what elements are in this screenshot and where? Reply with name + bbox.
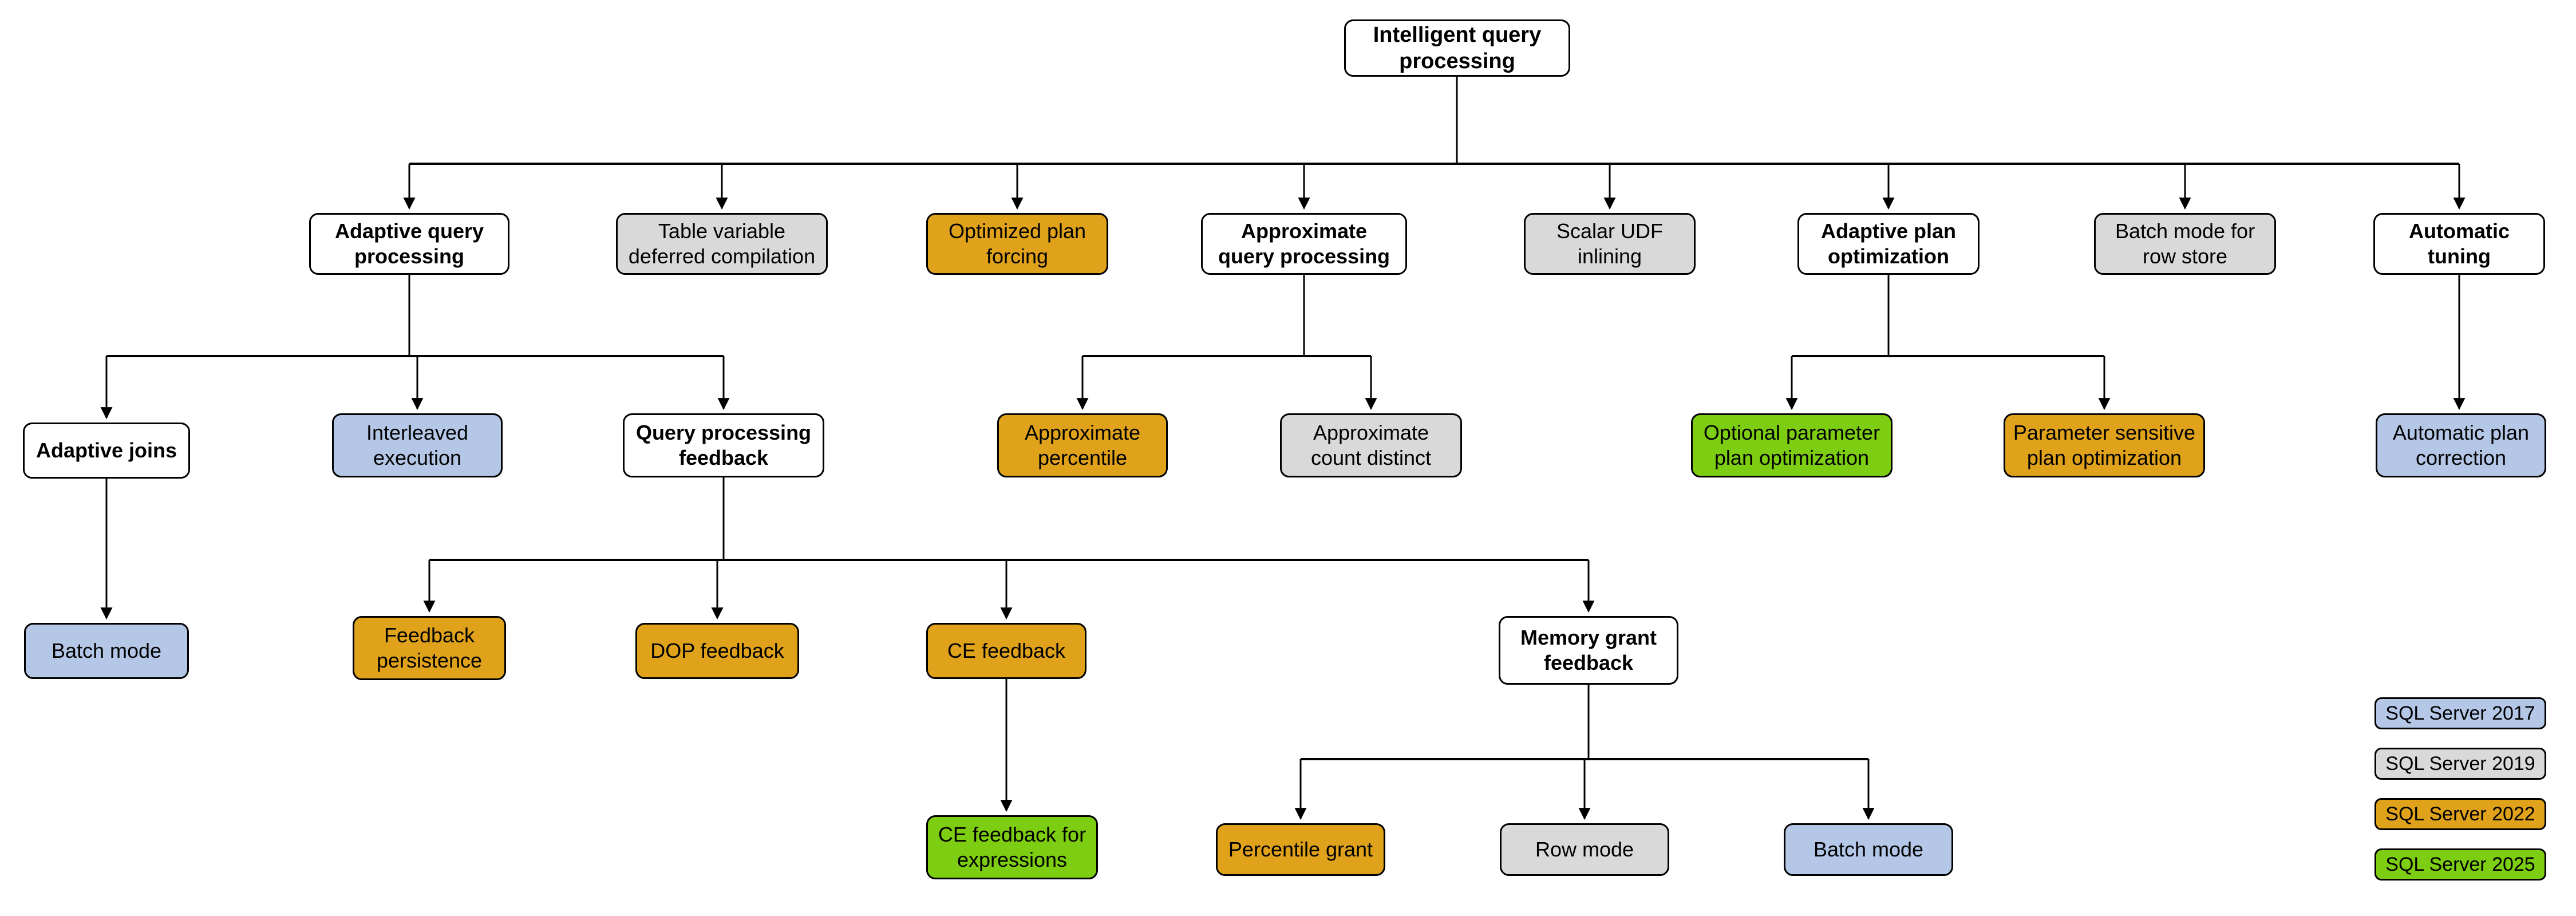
node-label: DOP feedback (650, 639, 784, 663)
node-label: CE feedback for expressions (938, 823, 1086, 871)
node-apo[interactable]: Adaptive plan optimization (1797, 213, 1980, 275)
node-label: Approximate count distinct (1310, 421, 1432, 469)
node-batchmode2[interactable]: Batch mode (1784, 823, 1953, 876)
node-rowmode[interactable]: Row mode (1500, 823, 1669, 876)
node-label: Batch mode (1813, 838, 1924, 862)
node-label: Adaptive joins (35, 439, 177, 463)
node-label: Memory grant feedback (1520, 626, 1657, 674)
node-cefb[interactable]: CE feedback (926, 623, 1086, 679)
node-label: Parameter sensitive plan optimization (2013, 421, 2196, 469)
legend-item-label: SQL Server 2022 (2385, 803, 2535, 825)
node-qpf[interactable]: Query processing feedback (623, 413, 824, 477)
node-interleaved[interactable]: Interleaved execution (332, 413, 503, 477)
node-autotune[interactable]: Automatic tuning (2373, 213, 2545, 275)
node-label: Adaptive query processing (334, 219, 484, 268)
node-label: Batch mode for row store (2115, 219, 2255, 268)
node-label: Intelligent query processing (1373, 22, 1542, 73)
node-apq[interactable]: Approximate query processing (1201, 213, 1407, 275)
node-label: Approximate query processing (1218, 219, 1390, 268)
node-label: Interleaved execution (366, 421, 469, 469)
legend-item-label: SQL Server 2019 (2385, 752, 2535, 775)
node-batchmode1[interactable]: Batch mode (24, 623, 189, 679)
node-label: Feedback persistence (376, 623, 483, 672)
node-label: Approximate percentile (1024, 421, 1141, 469)
node-pspo[interactable]: Parameter sensitive plan optimization (2004, 413, 2205, 477)
node-pctgrant[interactable]: Percentile grant (1216, 823, 1385, 876)
node-label: Automatic tuning (2408, 219, 2510, 268)
legend-item-sql-server-2017: SQL Server 2017 (2374, 697, 2546, 729)
legend-item-sql-server-2019: SQL Server 2019 (2374, 748, 2546, 780)
node-label: Table variable deferred compilation (628, 219, 816, 268)
node-dopfb[interactable]: DOP feedback (635, 623, 799, 679)
node-opf[interactable]: Optimized plan forcing (926, 213, 1108, 275)
node-root[interactable]: Intelligent query processing (1344, 19, 1570, 77)
node-cefbexpr[interactable]: CE feedback for expressions (926, 815, 1098, 879)
node-acd[interactable]: Approximate count distinct (1280, 413, 1462, 477)
node-apctl[interactable]: Approximate percentile (997, 413, 1168, 477)
node-label: CE feedback (947, 639, 1066, 663)
node-label: Adaptive plan optimization (1820, 219, 1957, 268)
node-bmrs[interactable]: Batch mode for row store (2094, 213, 2276, 275)
node-adaptjoins[interactable]: Adaptive joins (23, 423, 190, 479)
node-label: Percentile grant (1228, 838, 1373, 862)
node-sudf[interactable]: Scalar UDF inlining (1524, 213, 1696, 275)
node-tvdc[interactable]: Table variable deferred compilation (616, 213, 828, 275)
node-label: Query processing feedback (635, 421, 812, 469)
legend-item-label: SQL Server 2025 (2385, 853, 2535, 875)
node-mgf[interactable]: Memory grant feedback (1499, 616, 1678, 685)
legend-item-sql-server-2025: SQL Server 2025 (2374, 848, 2546, 881)
node-apcorr[interactable]: Automatic plan correction (2376, 413, 2546, 477)
legend-item-sql-server-2022: SQL Server 2022 (2374, 798, 2546, 830)
node-aqp[interactable]: Adaptive query processing (309, 213, 509, 275)
node-label: Batch mode (51, 639, 162, 663)
node-label: Row mode (1535, 838, 1634, 862)
legend-item-label: SQL Server 2017 (2385, 702, 2535, 724)
node-fbpersist[interactable]: Feedback persistence (353, 616, 506, 680)
node-oppo[interactable]: Optional parameter plan optimization (1691, 413, 1893, 477)
node-label: Scalar UDF inlining (1556, 219, 1664, 268)
node-label: Optional parameter plan optimization (1703, 421, 1880, 469)
node-label: Automatic plan correction (2392, 421, 2530, 469)
node-label: Optimized plan forcing (948, 219, 1086, 268)
